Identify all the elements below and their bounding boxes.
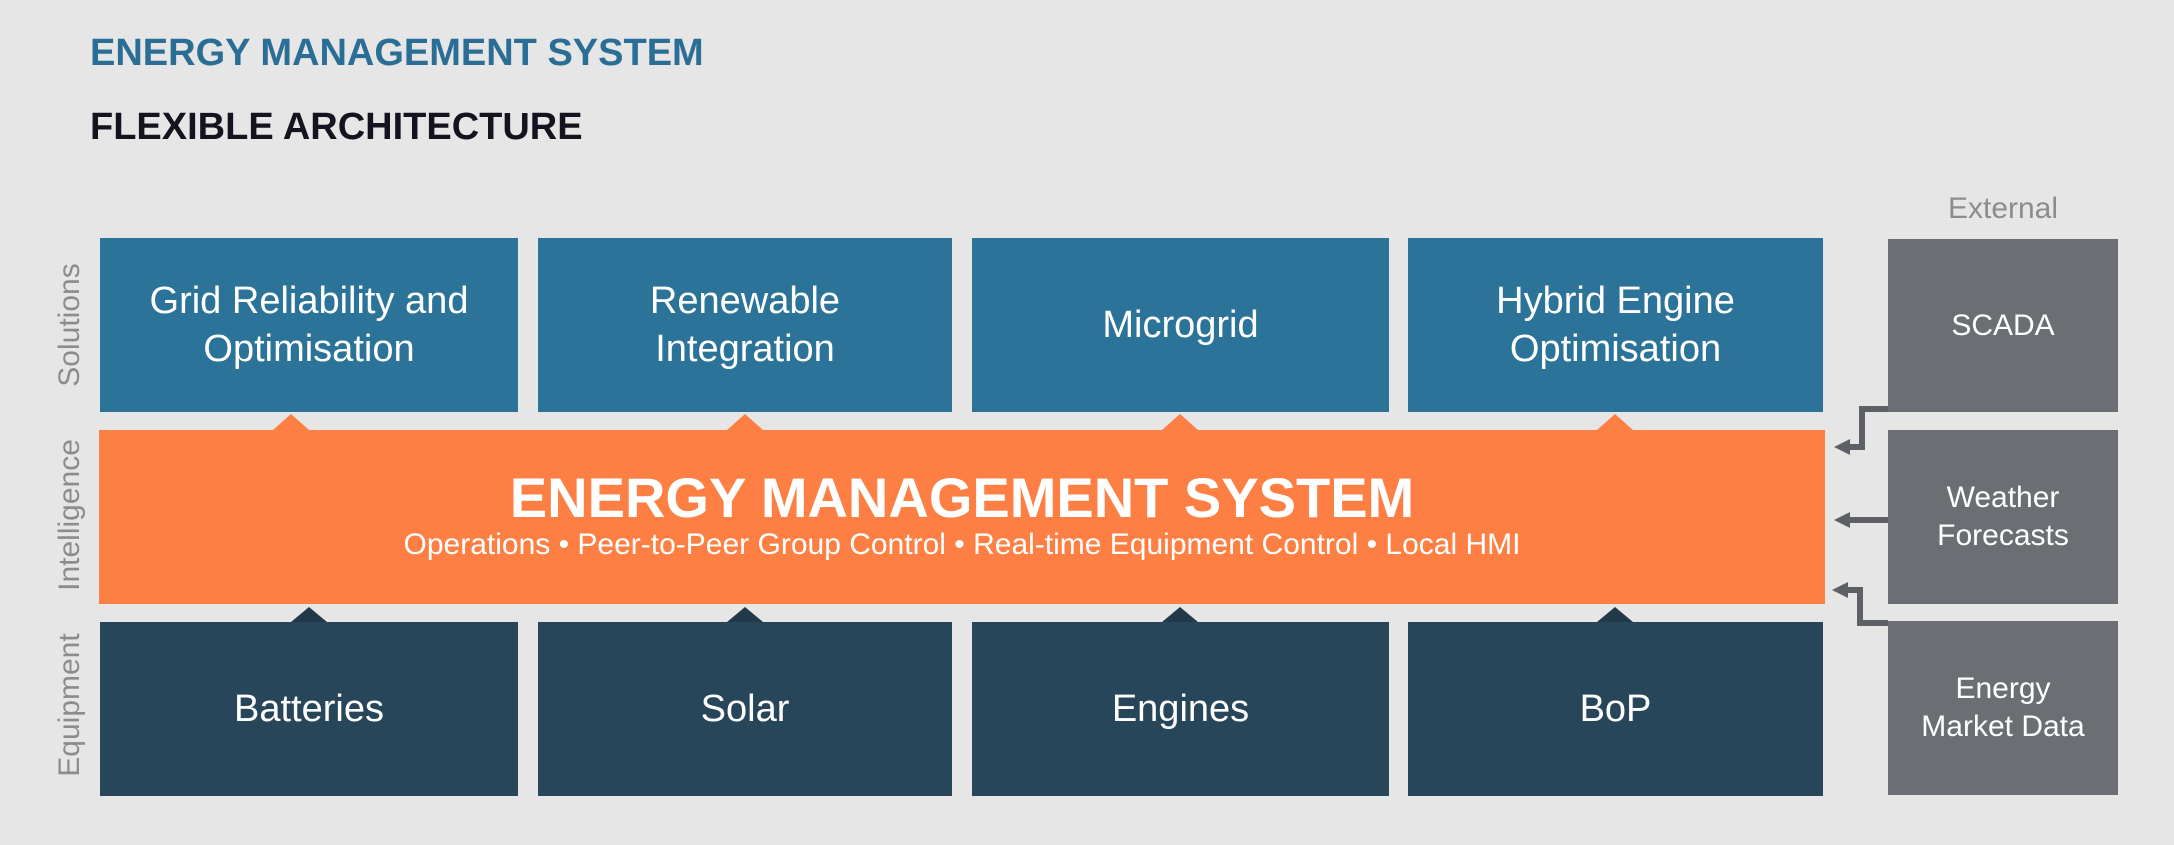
up-arrow-icon xyxy=(727,414,763,430)
equipment-label: Batteries xyxy=(234,687,384,730)
scada-connector xyxy=(1848,406,1888,450)
up-arrow-icon xyxy=(1162,414,1198,430)
up-arrow-icon xyxy=(1597,607,1633,622)
external-label: External xyxy=(1947,192,2059,225)
solution-grid-reliability: Grid Reliability and Optimisation xyxy=(100,238,518,412)
up-arrow-icon xyxy=(727,607,763,622)
up-arrow-icon xyxy=(273,414,309,430)
solution-label: Renewable Integration xyxy=(649,280,841,370)
market-connector xyxy=(1846,587,1888,626)
external-scada: SCADA xyxy=(1888,239,2118,412)
external-item-label: Energy Market Data xyxy=(1921,672,2085,743)
solution-hybrid-engine: Hybrid Engine Optimisation xyxy=(1408,238,1823,412)
equipment-engines: Engines xyxy=(972,622,1389,796)
page-subtitle: FLEXIBLE ARCHITECTURE xyxy=(90,106,583,148)
solution-label: Microgrid xyxy=(1102,304,1259,346)
external-item-label: SCADA xyxy=(1951,308,2055,342)
left-arrow-icon xyxy=(1834,439,1850,455)
solution-microgrid: Microgrid xyxy=(972,238,1389,412)
equipment-label: Solar xyxy=(700,687,790,730)
external-item-label: Weather Forecasts xyxy=(1937,481,2069,552)
equipment-label: Engines xyxy=(1111,687,1250,730)
solution-label: Hybrid Engine Optimisation xyxy=(1496,280,1735,370)
equipment-solar: Solar xyxy=(538,622,952,796)
page-title: ENERGY MANAGEMENT SYSTEM xyxy=(90,32,704,74)
up-arrow-icon xyxy=(1597,414,1633,430)
up-arrow-icon xyxy=(1162,607,1198,622)
ems-title: ENERGY MANAGEMENT SYSTEM xyxy=(509,466,1415,529)
solution-renewable-integration: Renewable Integration xyxy=(538,238,952,412)
left-arrow-icon xyxy=(1832,582,1848,598)
equipment-bop: BoP xyxy=(1408,622,1823,796)
ems-band: ENERGY MANAGEMENT SYSTEM Operations • Pe… xyxy=(99,430,1825,604)
external-energy-market-data: Energy Market Data xyxy=(1888,621,2118,795)
external-weather-forecasts: Weather Forecasts xyxy=(1888,430,2118,604)
left-arrow-icon xyxy=(1834,512,1850,528)
up-arrow-icon xyxy=(291,607,327,622)
equipment-batteries: Batteries xyxy=(100,622,518,796)
equipment-label: BoP xyxy=(1579,687,1652,730)
solution-label: Grid Reliability and Optimisation xyxy=(149,280,469,370)
ems-capabilities: Operations • Peer-to-Peer Group Control … xyxy=(403,528,1521,561)
